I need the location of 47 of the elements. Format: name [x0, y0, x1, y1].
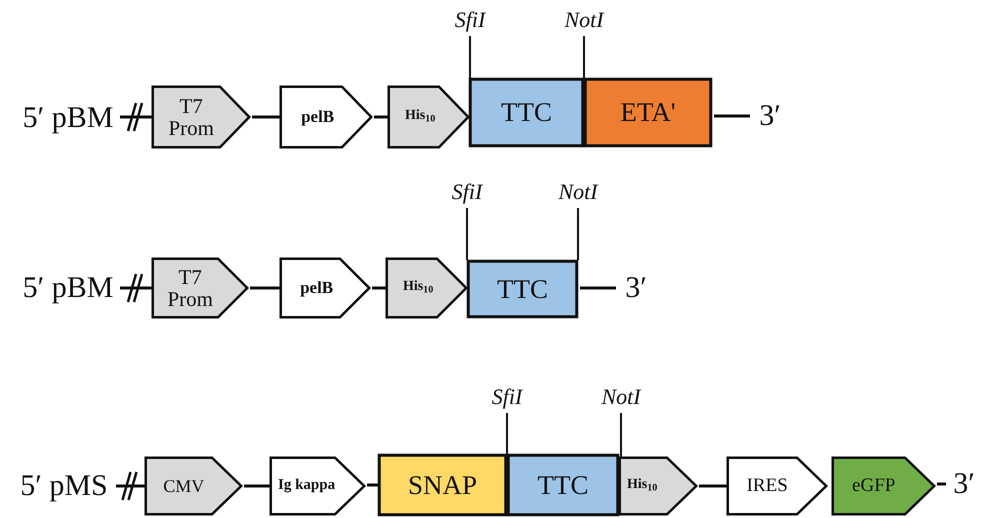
leader-line [469, 36, 471, 78]
backbone-line [250, 286, 280, 290]
backbone-line [374, 116, 388, 118]
leader-line [620, 413, 622, 457]
backbone-line [367, 484, 378, 486]
backbone-line [937, 482, 946, 486]
gene-feature-pentagon: Ig kappa [270, 457, 365, 515]
gene-box: ETA' [584, 78, 712, 147]
backbone-line [580, 286, 616, 290]
restriction-site-label: SfiI [483, 383, 531, 411]
end-label: 5′ pMS [14, 468, 114, 504]
restriction-site-label: NotI [595, 383, 647, 411]
leader-line [506, 413, 508, 454]
restriction-site-label: NotI [552, 178, 604, 206]
gene-feature-pentagon: T7 Prom [152, 86, 250, 148]
backbone-line [244, 484, 270, 488]
leader-line [583, 36, 585, 78]
gene-feature-pentagon: pelB [280, 258, 370, 318]
leader-line [466, 208, 468, 260]
gene-feature-pentagon: IRES [727, 457, 827, 515]
gene-feature-pentagon: pelB [280, 86, 372, 148]
backbone-line [714, 114, 750, 118]
gene-feature-pentagon: His$_{10}$ [386, 258, 467, 318]
restriction-site-label: SfiI [446, 6, 494, 34]
gene-box: TTC [467, 260, 578, 318]
gene-box: TTC [507, 454, 619, 516]
end-label: 3′ [616, 270, 656, 306]
backbone-line [699, 484, 727, 488]
end-label: 3′ [946, 466, 982, 502]
gene-feature-pentagon: T7 Prom [152, 258, 248, 318]
end-label: 5′ pBM [18, 100, 118, 136]
backbone-line [116, 484, 145, 488]
restriction-site-label: SfiI [443, 178, 491, 206]
restriction-site-label: NotI [558, 6, 610, 34]
backbone-line [120, 286, 152, 290]
gene-feature-pentagon: His$_{10}$ [619, 457, 697, 515]
end-label: 3′ [750, 98, 790, 134]
gene-box: TTC [469, 78, 584, 147]
backbone-line [120, 116, 152, 118]
gene-feature-pentagon: His$_{10}$ [388, 86, 469, 148]
gene-box: SNAP [378, 454, 507, 516]
end-label: 5′ pBM [18, 270, 118, 306]
backbone-line [252, 116, 280, 118]
gene-feature-pentagon: eGFP [832, 457, 935, 515]
backbone-line [372, 286, 386, 290]
gene-feature-pentagon: CMV [145, 457, 242, 515]
leader-line [577, 208, 579, 260]
